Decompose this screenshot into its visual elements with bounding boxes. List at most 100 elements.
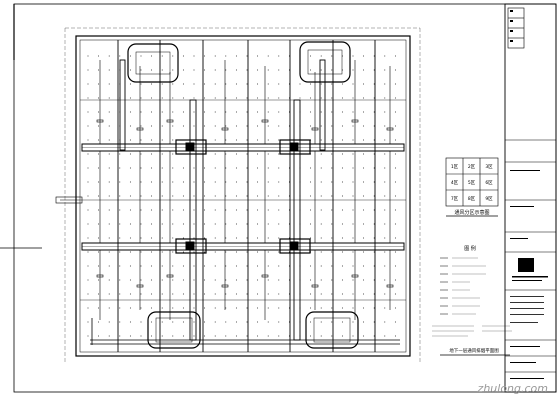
column-dot [246,125,248,127]
column-dot [384,55,386,57]
column-dot [87,209,89,211]
air-grille [166,274,174,278]
column-dot [331,335,333,337]
column-dot [384,125,386,127]
column-dot [352,69,354,71]
column-dot [320,335,322,337]
column-dot [182,223,184,225]
column-dot [363,153,365,155]
column-dot [246,97,248,99]
column-dot [225,139,227,141]
column-dot [161,223,163,225]
column-dot [140,251,142,253]
column-dot [384,83,386,85]
column-dot [161,181,163,183]
column-dot [129,181,131,183]
column-dot [341,181,343,183]
column-dot [246,55,248,57]
column-grid [87,55,396,337]
column-dot [246,153,248,155]
column-dot [108,209,110,211]
column-dot [225,111,227,113]
column-dot [161,321,163,323]
column-dot [225,223,227,225]
column-dot [310,83,312,85]
zone-cell: 2区 [468,164,476,170]
column-dot [246,111,248,113]
column-dot [257,223,259,225]
column-dot [140,111,142,113]
column-dot [384,279,386,281]
column-dot [140,321,142,323]
air-grille [221,284,229,288]
column-dot [267,97,269,99]
column-dot [204,335,206,337]
air-grille [351,119,359,123]
column-dot [278,111,280,113]
column-dot [151,307,153,309]
column-dot [129,195,131,197]
column-dot [278,139,280,141]
column-dot [310,69,312,71]
column-dot [257,167,259,169]
column-dot [119,55,121,57]
column-dot [193,69,195,71]
column-dot [161,209,163,211]
column-dot [182,125,184,127]
column-dot [172,279,174,281]
column-dot [214,139,216,141]
column-dot [394,293,396,295]
column-dot [373,167,375,169]
column-dot [98,125,100,127]
column-dot [267,167,269,169]
branch-ducts [96,60,394,320]
column-dot [373,307,375,309]
column-dot [182,181,184,183]
column-dot [331,125,333,127]
column-dot [204,307,206,309]
column-dot [182,251,184,253]
column-dot [341,209,343,211]
column-dot [363,69,365,71]
column-dot [140,139,142,141]
column-dot [172,265,174,267]
column-dot [119,223,121,225]
column-dot [363,307,365,309]
column-dot [384,321,386,323]
column-dot [87,321,89,323]
column-dot [108,153,110,155]
column-dot [310,335,312,337]
column-dot [161,251,163,253]
column-dot [151,167,153,169]
column-dot [267,279,269,281]
column-dot [129,111,131,113]
interior-walls [80,40,406,352]
column-dot [341,237,343,239]
column-dot [331,83,333,85]
column-dot [341,97,343,99]
column-dot [373,181,375,183]
column-dot [363,97,365,99]
column-dot [352,111,354,113]
column-dot [341,167,343,169]
column-dot [225,69,227,71]
column-dot [151,181,153,183]
column-dot [331,237,333,239]
column-dot [310,97,312,99]
column-dot [98,195,100,197]
column-dot [257,97,259,99]
column-dot [331,265,333,267]
column-dot [278,97,280,99]
column-dot [235,237,237,239]
column-dot [182,209,184,211]
column-dot [151,279,153,281]
title-block [504,3,557,393]
column-dot [108,265,110,267]
column-dot [172,307,174,309]
column-dot [172,293,174,295]
column-dot [193,237,195,239]
column-dot [214,111,216,113]
column-dot [373,265,375,267]
column-dot [129,83,131,85]
